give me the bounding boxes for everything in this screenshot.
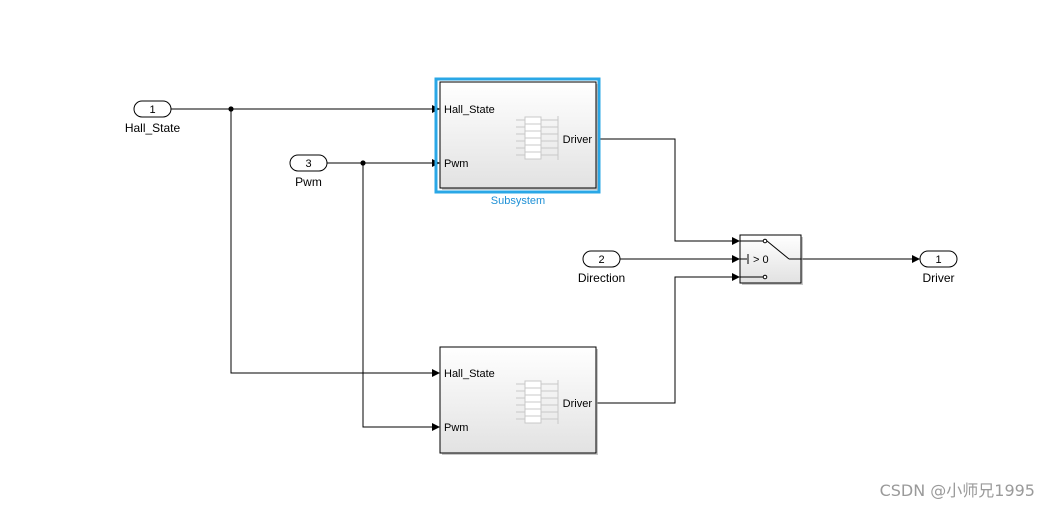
subsystem-input-label: Hall_State: [444, 368, 495, 380]
arrowhead: [912, 255, 920, 263]
inport-label: Hall_State: [125, 121, 181, 135]
branch-point-pwm: [360, 160, 366, 166]
branch-point-hall: [228, 106, 234, 112]
outport-driver[interactable]: 1 Driver: [919, 250, 958, 285]
subsystem-output-label: Driver: [563, 134, 593, 146]
arrowhead: [732, 255, 740, 263]
outport-oval[interactable]: [919, 250, 958, 268]
wire-top-driver-to-switch[interactable]: [598, 138, 733, 242]
inport-number: 1: [149, 104, 155, 116]
wire-bottom-driver-to-switch[interactable]: [597, 276, 733, 404]
arrowhead: [432, 423, 440, 431]
inport-label: Pwm: [295, 175, 322, 189]
subsystem-input-label: Pwm: [444, 158, 468, 170]
arrowhead: [432, 369, 440, 377]
arrowhead: [732, 237, 740, 245]
inport-number: 3: [305, 158, 311, 170]
arrowhead: [732, 273, 740, 281]
inport-oval[interactable]: [133, 100, 172, 118]
subsystem-icon: [516, 116, 559, 160]
switch-block[interactable]: > 0: [739, 234, 803, 285]
switch-criteria: > 0: [753, 254, 769, 266]
inport-direction[interactable]: 2 Direction: [578, 250, 625, 285]
subsystem-input-label: Hall_State: [444, 104, 495, 116]
block-body[interactable]: [439, 81, 597, 189]
selection-highlight: [434, 77, 601, 194]
subsystem-bottom[interactable]: Hall_State Pwm Driver: [439, 346, 598, 455]
inport-oval[interactable]: [289, 154, 328, 172]
wire-hall-to-bottom[interactable]: [230, 109, 433, 374]
outport-label: Driver: [923, 271, 955, 285]
inport-pwm[interactable]: 3 Pwm: [289, 154, 328, 189]
inport-number: 2: [598, 254, 604, 266]
subsystem-top[interactable]: Hall_State Pwm Driver Subsystem: [434, 77, 601, 207]
inport-label: Direction: [578, 271, 625, 285]
switch-icon: [740, 238, 801, 280]
outport-number: 1: [935, 254, 941, 266]
subsystem-output-label: Driver: [563, 398, 593, 410]
subsystem-input-label: Pwm: [444, 422, 468, 434]
subsystem-icon: [516, 380, 559, 424]
subsystem-name[interactable]: Subsystem: [491, 195, 545, 207]
inport-hall-state[interactable]: 1 Hall_State: [125, 100, 181, 135]
wire-pwm-to-bottom[interactable]: [362, 163, 433, 428]
inport-oval[interactable]: [582, 250, 621, 268]
block-body[interactable]: [439, 346, 597, 454]
watermark: CSDN @小师兄1995: [879, 481, 1035, 500]
